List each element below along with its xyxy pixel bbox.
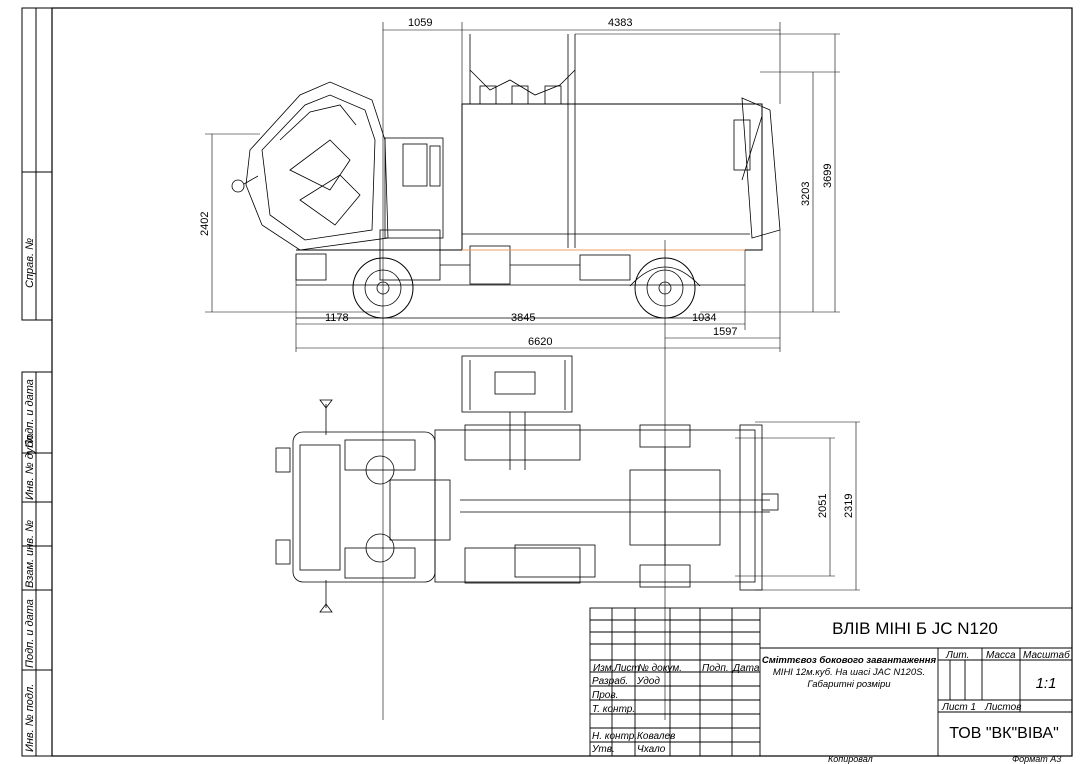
lit-label: Лит. (945, 650, 969, 661)
row-utv: Утв. (591, 744, 615, 755)
row-tkontr: Т. контр. (592, 704, 635, 715)
drawing-title: ВЛІВ МІНІ Б JC N120 (832, 619, 998, 638)
label-inv-podl: Инв. № подл. (24, 684, 36, 752)
dim-height-body: 3203 (800, 182, 812, 206)
footer-kopiroval: Копировал (828, 754, 873, 764)
description-line-2: МІНІ 12м.куб. На шасі JAC N120S. (773, 667, 925, 678)
col-dokum: № докум. (638, 663, 682, 674)
dim-rear-overhang: 1597 (713, 326, 737, 338)
description-line-3: Габаритні розміри (807, 679, 891, 690)
col-list: Лист (613, 663, 640, 674)
razrab-name: Удод (636, 676, 660, 687)
scale-value: 1:1 (1036, 675, 1057, 692)
col-podp: Подп. (702, 663, 729, 674)
left-strip-labels: Справ. № Подп. и дата Инв. № дубл. Взам.… (24, 238, 36, 752)
description-line-1: Сміттєвоз бокового завантаження (762, 655, 937, 666)
dim-overall-length: 6620 (528, 336, 552, 348)
title-block-grid (589, 607, 1073, 757)
label-sprav: Справ. № (24, 238, 36, 288)
label-inv-dubl: Инв. № дубл. (24, 432, 36, 500)
utv-name: Чхало (637, 744, 666, 755)
dim-width-total: 2319 (843, 494, 855, 518)
massa-label: Масса (986, 650, 1016, 661)
side-view-dimension-labels: 1059 4383 2402 3203 3699 1178 3845 1034 … (199, 17, 834, 348)
dim-height-total: 3699 (822, 164, 834, 188)
col-izm: Изм. (593, 663, 614, 674)
top-view-truck (275, 355, 779, 613)
listov-label: Листов (984, 702, 1021, 713)
row-nkontr: Н. контр. (592, 731, 637, 742)
side-view-dimension-lines (205, 22, 840, 720)
list-label: Лист 1 (941, 702, 976, 713)
top-view-dimension-labels: 2051 2319 (817, 494, 855, 518)
masshtab-label: Масштаб (1023, 649, 1070, 661)
label-podp-data-2: Подп. и дата (24, 599, 36, 668)
col-data: Дата (732, 663, 760, 674)
sheet-footer: Копировал Формат А3 (828, 754, 1061, 764)
company-name: ТОВ "ВК"ВІВА" (949, 725, 1059, 742)
dim-front-overhang: 1178 (325, 312, 349, 324)
side-view-truck (231, 34, 781, 319)
dim-rear-axle-to-body: 1034 (692, 312, 716, 324)
top-view-dimension-lines (735, 421, 860, 591)
dim-height-cab: 2402 (199, 212, 211, 236)
nkontr-name: Ковалев (637, 731, 675, 742)
dim-wheelbase: 3845 (511, 312, 535, 324)
dim-front-cab: 1059 (408, 17, 432, 29)
sheet-frame (21, 7, 1073, 757)
row-razrab: Разраб. (592, 675, 628, 687)
label-podp-data-1: Подп. и дата (24, 379, 36, 448)
footer-format: Формат А3 (1012, 754, 1061, 764)
label-vzam-inv: Взам. инв. № (24, 520, 36, 588)
title-block-text: ВЛІВ МІНІ Б JC N120 Сміттєвоз бокового з… (591, 619, 1070, 755)
dim-width-body: 2051 (817, 494, 829, 518)
dim-body-length: 4383 (608, 17, 632, 29)
row-prov: Пров. (592, 690, 618, 701)
